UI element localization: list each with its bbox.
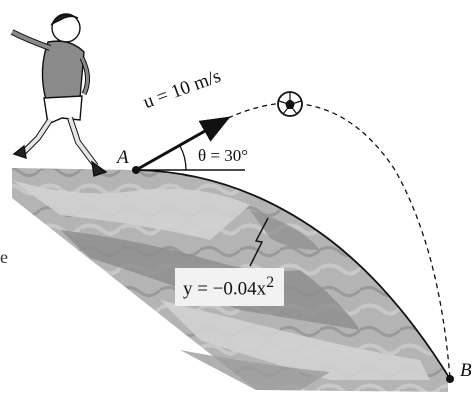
equation-leader-line <box>249 217 269 267</box>
angle-label: θ = 30° <box>198 146 249 165</box>
margin-fragment: e <box>0 247 8 267</box>
equation-exponent: 2 <box>266 274 275 291</box>
equation-label: y = −0.04x2 <box>175 268 285 307</box>
trajectory-path <box>227 102 451 380</box>
equation-text: y = −0.04x <box>183 278 267 300</box>
point-a-marker <box>132 166 140 174</box>
point-b-label: B <box>460 360 472 381</box>
velocity-vector-arrow <box>135 116 231 172</box>
angle-arc <box>179 145 187 171</box>
point-b-marker <box>446 375 454 383</box>
point-a-label: A <box>117 147 129 168</box>
soccer-ball-icon <box>277 91 303 117</box>
parabola-curve <box>135 169 451 380</box>
soccer-player-illustration <box>10 13 108 177</box>
